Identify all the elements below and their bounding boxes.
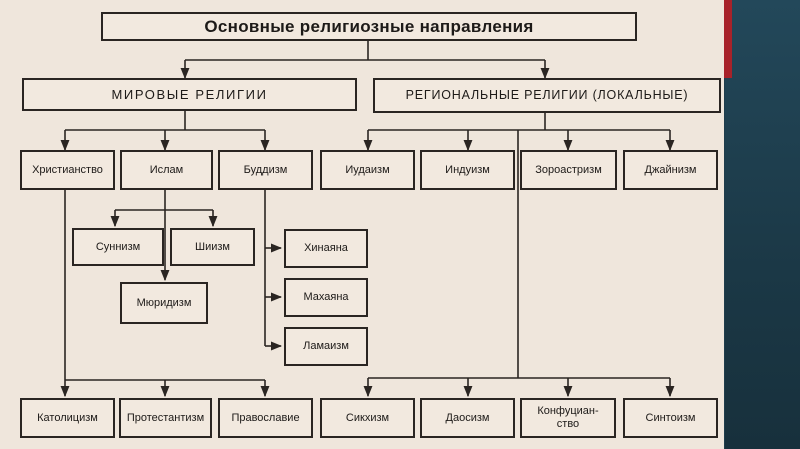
zoroastrianism-box: Зороастризм: [520, 150, 617, 190]
jainism-box: Джайнизм: [623, 150, 718, 190]
islam-box: Ислам: [120, 150, 213, 190]
confucianism-box: Конфуциан-ство: [520, 398, 616, 438]
sunnism-box: Суннизм: [72, 228, 164, 266]
shinto-box: Синтоизм: [623, 398, 718, 438]
hinayana-box: Хинаяна: [284, 229, 368, 268]
diagram-title: Основные религиозные направления: [101, 12, 637, 41]
christianity-box: Христианство: [20, 150, 115, 190]
diagram-sheet: Основные религиозные направления МИРОВЫЕ…: [0, 0, 724, 449]
mahayana-box: Махаяна: [284, 278, 368, 317]
judaism-box: Иудаизм: [320, 150, 415, 190]
orthodoxy-box: Православие: [218, 398, 313, 438]
connector-lines: [60, 40, 675, 398]
world-religions-box: МИРОВЫЕ РЕЛИГИИ: [22, 78, 357, 111]
hinduism-box: Индуизм: [420, 150, 515, 190]
muridism-box: Мюридизм: [120, 282, 208, 324]
sikhism-box: Сикхизм: [320, 398, 415, 438]
protestantism-box: Протестантизм: [119, 398, 212, 438]
lamaism-box: Ламаизм: [284, 327, 368, 366]
catholicism-box: Католицизм: [20, 398, 115, 438]
shiism-box: Шиизм: [170, 228, 255, 266]
taoism-box: Даосизм: [420, 398, 515, 438]
regional-religions-box: РЕГИОНАЛЬНЫЕ РЕЛИГИИ (ЛОКАЛЬНЫЕ): [373, 78, 721, 113]
buddhism-box: Буддизм: [218, 150, 313, 190]
backdrop-panel: [725, 0, 800, 449]
red-accent-bar: [722, 0, 732, 78]
